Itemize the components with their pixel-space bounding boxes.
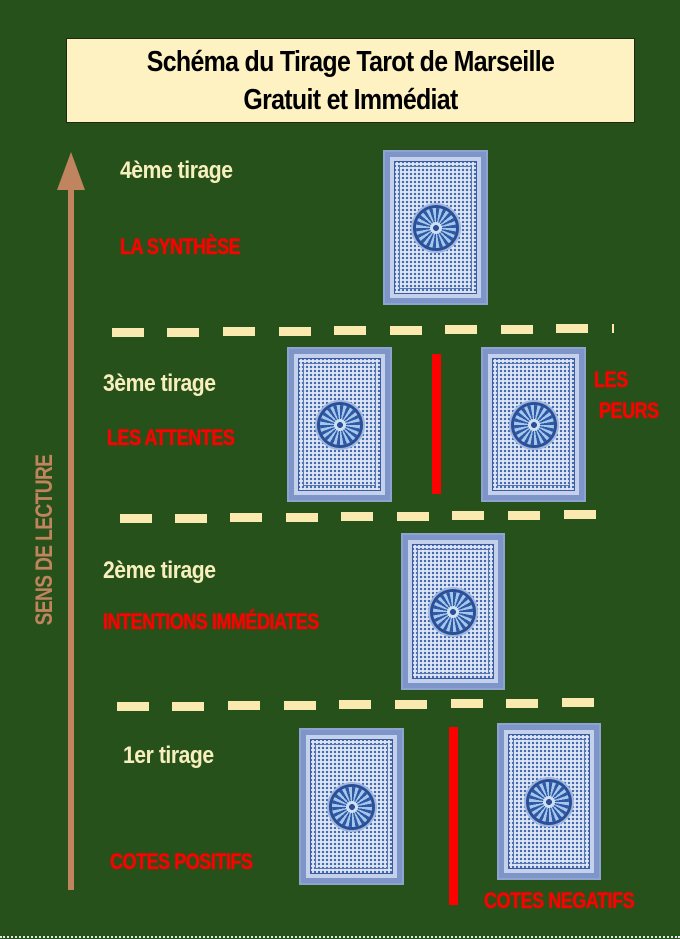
tarot-card-4[interactable] bbox=[383, 150, 488, 305]
tier-2-meaning: INTENTIONS IMMÉDIATES bbox=[103, 609, 319, 634]
tier-1-meaning-right: COTES NEGATIFS bbox=[484, 888, 635, 913]
card-medallion-icon bbox=[513, 404, 554, 445]
title-line-2: Gratuit et Immédiat bbox=[243, 84, 458, 116]
separator-line bbox=[0, 510, 680, 523]
tarot-card-3-right[interactable] bbox=[481, 347, 586, 502]
tier-3-label: 3ème tirage bbox=[103, 370, 216, 397]
up-arrow-icon bbox=[57, 152, 85, 190]
tarot-card-1-left[interactable] bbox=[299, 728, 404, 885]
separator-line bbox=[0, 698, 680, 711]
card-medallion-icon bbox=[433, 591, 473, 632]
tarot-card-1-right[interactable] bbox=[497, 723, 601, 880]
card-inner-border bbox=[417, 549, 489, 674]
divider-bar bbox=[449, 727, 458, 905]
card-inner-border bbox=[315, 744, 388, 869]
card-medallion-icon bbox=[415, 207, 456, 248]
tier-4-label: 4ème tirage bbox=[120, 157, 233, 184]
card-inner-border bbox=[399, 166, 472, 289]
tier-3-meaning-right-2: PEURS bbox=[599, 398, 659, 423]
tarot-card-2[interactable] bbox=[401, 533, 505, 690]
card-medallion-icon bbox=[331, 786, 372, 827]
reading-direction-label: SENS DE LECTURE bbox=[31, 454, 58, 626]
card-inner-border bbox=[303, 363, 376, 486]
bottom-border bbox=[0, 936, 680, 938]
card-inner-border bbox=[513, 739, 585, 864]
tier-4-meaning: LA SYNTHÈSE bbox=[120, 234, 241, 259]
arrow-shaft bbox=[68, 188, 74, 890]
tier-2-label: 2ème tirage bbox=[103, 557, 216, 584]
title-box: Schéma du Tirage Tarot de Marseille Grat… bbox=[66, 38, 635, 123]
tier-3-meaning-left: LES ATTENTES bbox=[107, 425, 235, 450]
tarot-card-3-left[interactable] bbox=[287, 347, 392, 502]
card-medallion-icon bbox=[529, 781, 569, 822]
card-inner-border bbox=[497, 363, 570, 486]
tier-1-label: 1er tirage bbox=[123, 742, 214, 769]
separator-line bbox=[0, 324, 680, 337]
title-line-1: Schéma du Tirage Tarot de Marseille bbox=[146, 46, 555, 78]
tier-1-meaning-left: COTES POSITIFS bbox=[110, 849, 253, 874]
tier-3-meaning-right-1: LES bbox=[594, 367, 628, 392]
divider-bar bbox=[432, 354, 441, 494]
card-medallion-icon bbox=[319, 404, 360, 445]
